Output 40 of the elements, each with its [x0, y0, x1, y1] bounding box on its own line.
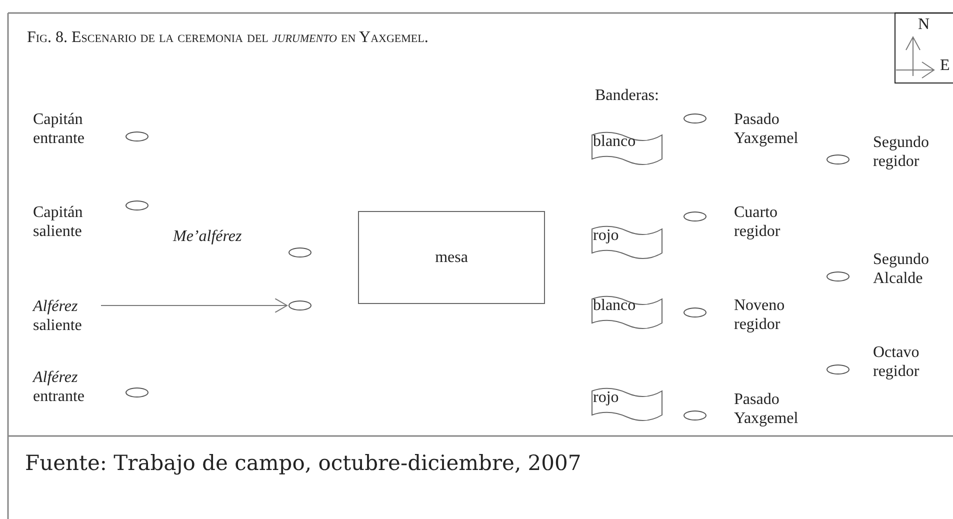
seat-oval	[288, 247, 312, 258]
compass-letter: N	[918, 15, 930, 34]
flag-label: blanco	[593, 132, 636, 151]
flags-heading: Banderas:	[595, 86, 659, 105]
figure-title: Fig. 8. Escenario de la ceremonia del jurumento en Yaxgemel.	[27, 28, 428, 47]
flag	[591, 387, 663, 423]
arrow	[100, 298, 288, 313]
role-label: Capitán entrante	[33, 110, 86, 148]
seat-oval	[125, 200, 149, 211]
flag-label: rojo	[593, 226, 619, 245]
role-label: Noveno regidor	[734, 296, 786, 334]
role-label: Capitán saliente	[33, 203, 84, 241]
role-label: Alférez entrante	[33, 368, 86, 406]
role-label: Pasado Yaxgemel	[734, 110, 800, 148]
table-label: mesa	[435, 248, 468, 267]
flag-label: rojo	[593, 388, 619, 407]
compass-letter: E	[940, 56, 950, 75]
role-label: Alférez saliente	[33, 297, 83, 335]
seat-oval	[683, 410, 707, 421]
role-label: Pasado Yaxgemel	[734, 390, 800, 428]
role-label: Cuarto regidor	[734, 203, 782, 241]
flag	[591, 225, 663, 261]
flag-label: blanco	[593, 296, 636, 315]
seat-oval	[683, 211, 707, 222]
role-label: Segundo Alcalde	[873, 250, 930, 288]
seat-oval	[826, 154, 850, 165]
seat-oval	[125, 387, 149, 398]
role-label: Octavo regidor	[873, 343, 920, 381]
seat-oval	[125, 131, 149, 142]
table-box	[358, 211, 545, 304]
role-label: Segundo regidor	[873, 133, 930, 171]
group-label: Me’alférez	[173, 227, 242, 246]
seat-oval	[826, 364, 850, 375]
seat-oval	[288, 300, 312, 311]
source-caption: Fuente: Trabajo de campo, octubre-diciembre, 2007	[25, 450, 582, 476]
flag	[591, 131, 663, 167]
seat-oval	[683, 113, 707, 124]
seat-oval	[826, 271, 850, 282]
seat-oval	[683, 307, 707, 318]
flag	[591, 295, 663, 331]
